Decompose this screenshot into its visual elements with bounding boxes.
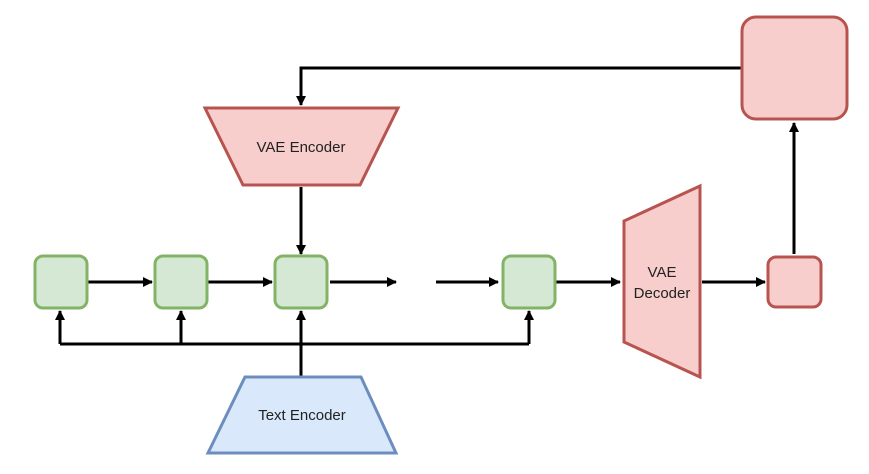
connectors xyxy=(55,66,799,376)
arrow-output-to-encoder xyxy=(296,66,742,106)
text-encoder-label: Text Encoder xyxy=(258,407,346,424)
output-box-small xyxy=(766,255,823,309)
latent-box-4 xyxy=(501,254,557,310)
vae-encoder-label: VAE Encoder xyxy=(257,139,346,156)
latent-box-3 xyxy=(273,254,329,310)
text-encoder-shape xyxy=(205,375,399,455)
text-encoder: Text Encoder xyxy=(205,375,399,455)
latent-boxes xyxy=(33,254,557,310)
vae-encoder: VAE Encoder xyxy=(202,106,401,187)
vae-encoder-shape xyxy=(202,106,401,187)
vae-decoder-shape xyxy=(622,183,702,380)
latent-box-1 xyxy=(33,254,89,310)
latent-box-2 xyxy=(153,254,209,310)
vae-decoder-label-line-2: Decoder xyxy=(634,285,691,302)
output-box-large xyxy=(740,15,849,121)
vae-decoder-label-line-1: VAE xyxy=(648,264,677,281)
vae-decoder: VAE Decoder xyxy=(622,183,702,380)
